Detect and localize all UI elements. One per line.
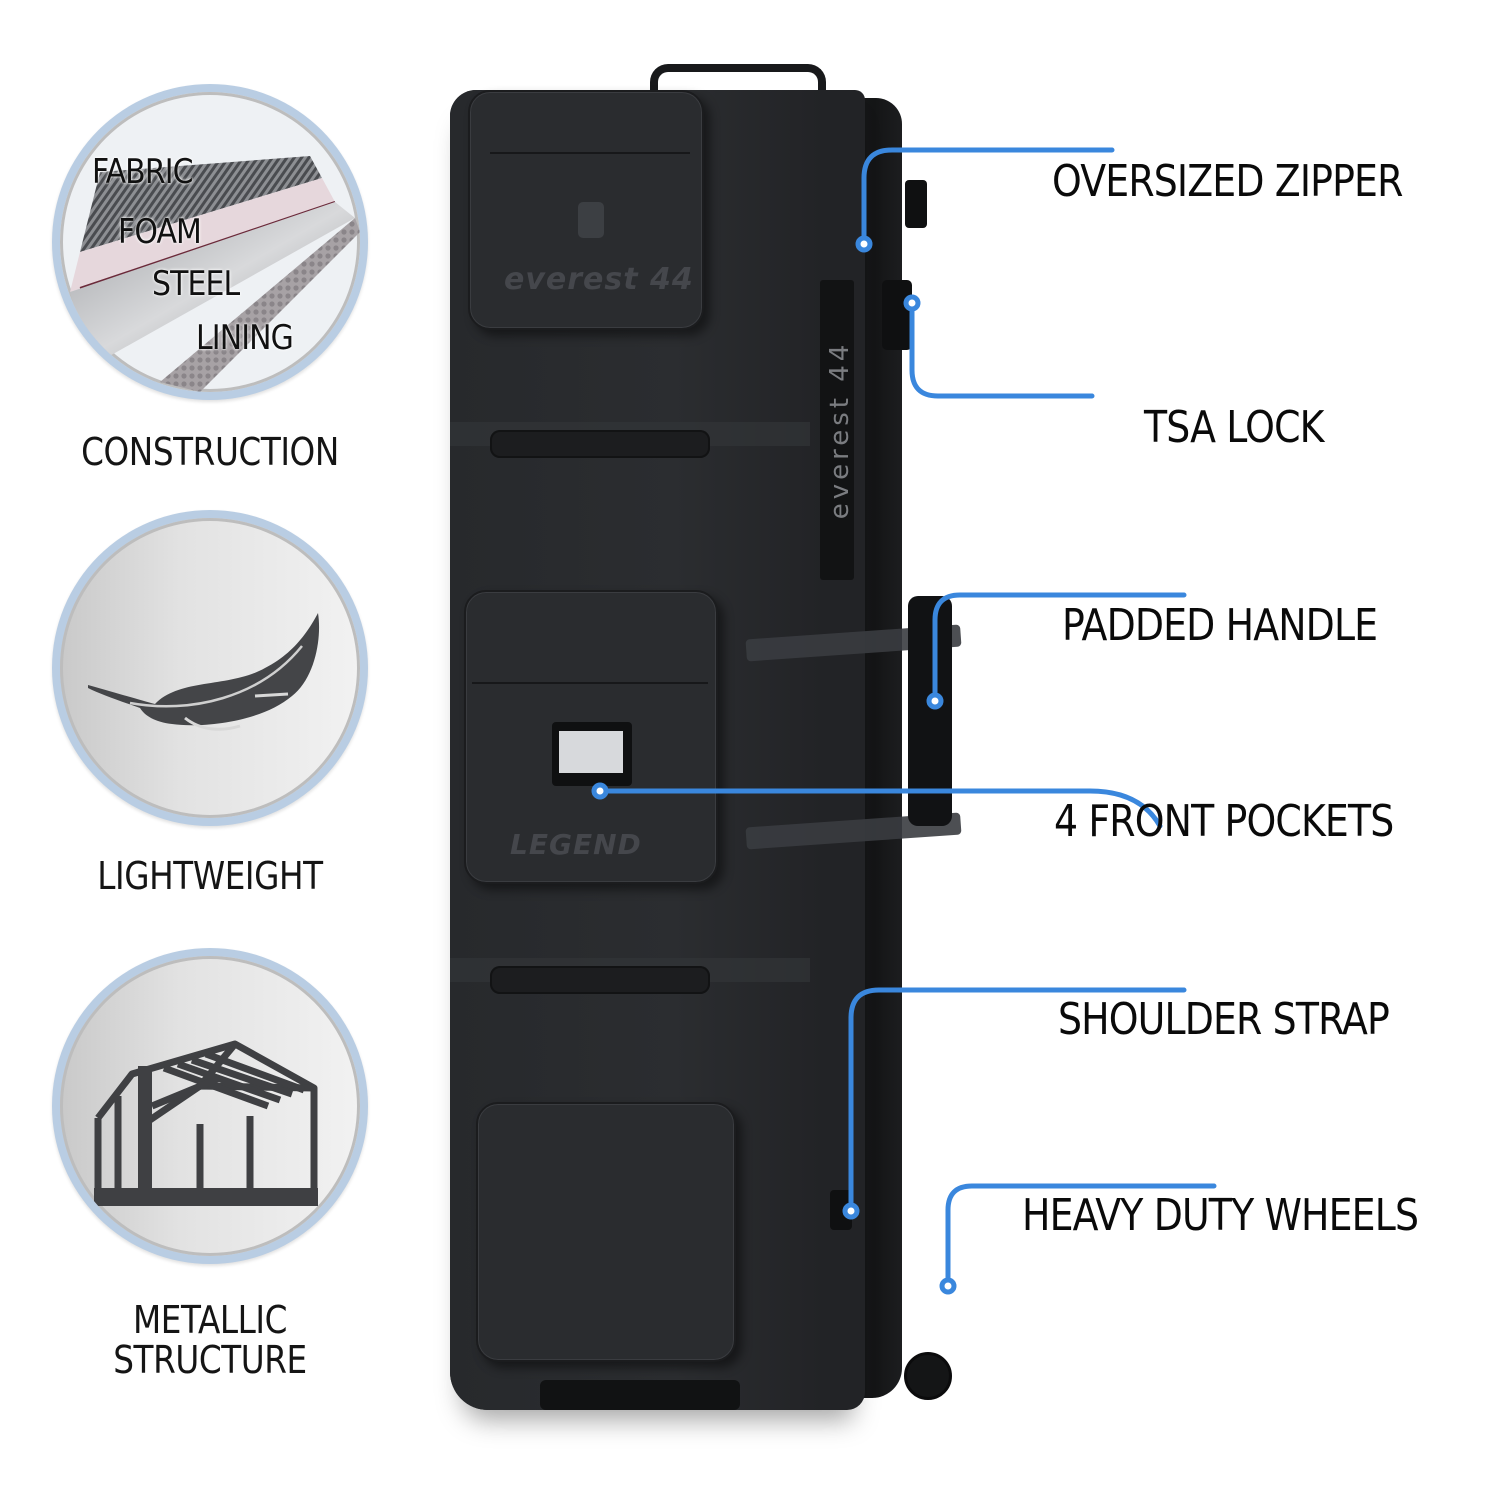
feature-metallic-structure: METALLIC STRUCTURE [40,948,380,1388]
building-frame-icon [60,956,360,1256]
badge-ring [52,948,368,1264]
grab-handle-lower [490,966,710,994]
callout-padded-handle: PADDED HANDLE [1062,600,1378,651]
side-logo-text: everest 44 [825,340,855,520]
feature-label: LIGHTWEIGHT [97,854,323,898]
front-pocket-bottom [476,1102,736,1362]
brand-logo: LEGEND [510,828,642,861]
callout-tsa-lock: TSA LOCK [1144,402,1324,453]
golf-travel-bag-image: everest 44 LEGEND everest 44 [450,64,962,1420]
feature-label-line2: STRUCTURE [113,1338,307,1382]
callout-front-pockets: 4 FRONT POCKETS [1054,796,1394,847]
feature-label: CONSTRUCTION [81,430,339,474]
model-logo: everest 44 [504,262,694,297]
top-carry-handle [650,64,826,108]
zipper-pull [905,180,927,228]
feature-label-line1: METALLIC [132,1298,288,1342]
feature-lightweight: LIGHTWEIGHT [40,510,380,910]
bottom-skid [540,1380,740,1410]
callout-heavy-duty-wheels: HEAVY DUTY WHEELS [1022,1190,1419,1241]
padded-handle [908,596,952,826]
layer-label-foam: FOAM [118,212,202,252]
front-pocket-top: everest 44 [468,90,704,330]
side-model-logo: everest 44 [820,280,855,580]
layer-label-fabric: FABRIC [92,152,194,192]
callout-shoulder-strap: SHOULDER STRAP [1058,994,1390,1045]
wheel [904,1352,952,1400]
feature-construction: FABRIC FOAM STEEL LINING CONSTRUCTION [40,84,380,484]
grab-handle-upper [490,430,710,458]
callout-oversized-zipper: OVERSIZED ZIPPER [1052,156,1403,207]
layer-label-lining: LINING [196,318,294,358]
zipper-line [472,682,708,684]
layered-material-icon [60,92,360,392]
badge-ring [52,510,368,826]
tsa-lock [882,280,912,350]
front-pocket-middle: LEGEND [464,590,718,884]
zipper-line [490,152,690,154]
feather-icon [60,518,360,818]
chevron-patch-icon [578,202,604,238]
id-tag-window [552,722,632,786]
layer-label-steel: STEEL [152,264,240,304]
strap-anchor [830,1190,852,1230]
badge-ring [52,84,368,400]
